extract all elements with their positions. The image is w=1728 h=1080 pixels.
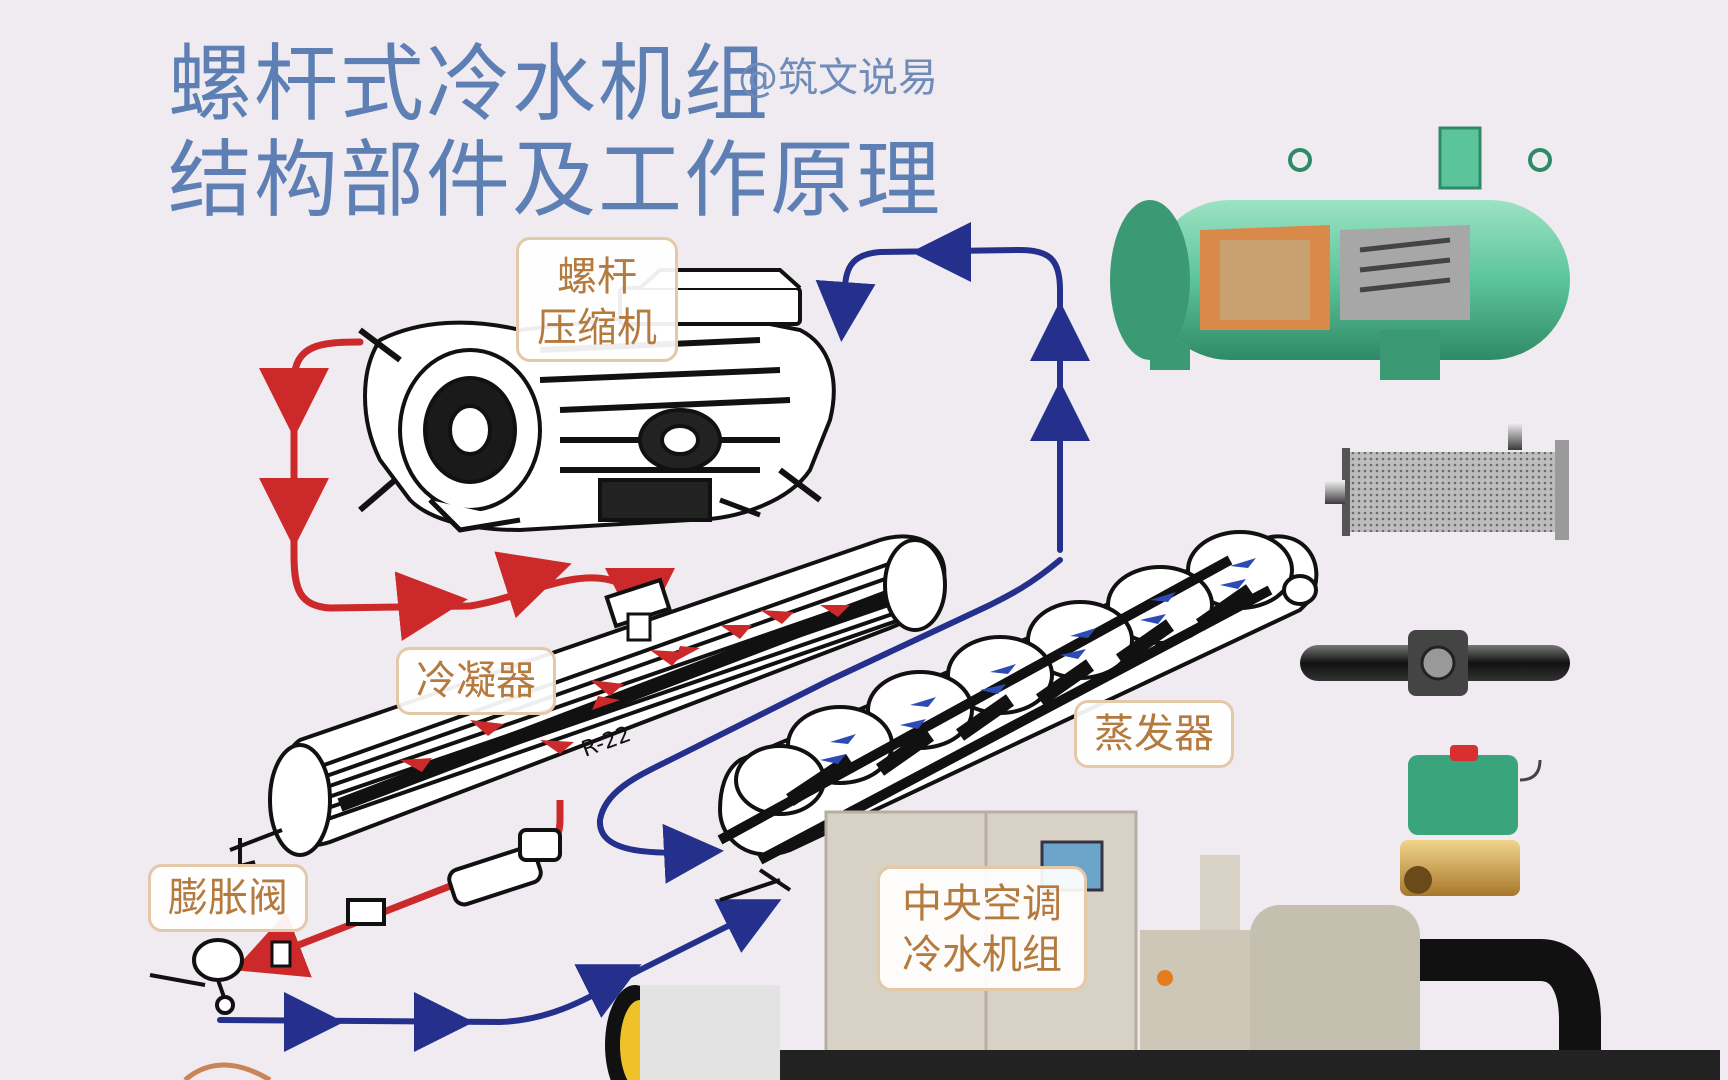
label-expansion-valve: 膨胀阀 bbox=[148, 864, 308, 932]
hot-gas-line bbox=[259, 338, 675, 642]
author-watermark: @筑文说易 bbox=[738, 55, 938, 101]
label-chiller-unit-line1: 中央空调 bbox=[902, 881, 1062, 927]
condenser-flow-arrows bbox=[400, 605, 850, 772]
solenoid-valve-photo bbox=[1400, 745, 1542, 896]
label-chiller-unit: 中央空调 冷水机组 bbox=[877, 866, 1087, 991]
label-evaporator: 蒸发器 bbox=[1074, 700, 1234, 768]
chiller-unit-photo bbox=[720, 810, 1720, 1080]
page-subtitle: 结构部件及工作原理 bbox=[168, 131, 943, 229]
sight-glass-photo bbox=[1300, 630, 1570, 696]
label-screw-compressor-line2: 压缩机 bbox=[537, 305, 657, 352]
label-screw-compressor-line1: 螺杆 bbox=[557, 254, 637, 300]
oil-separator-photo bbox=[1325, 422, 1569, 540]
label-chiller-unit-line2: 冷水机组 bbox=[902, 932, 1062, 979]
fan-photo bbox=[605, 985, 780, 1080]
screw-compressor-drawing bbox=[358, 268, 836, 533]
evaporator-flow-arrows bbox=[820, 558, 1256, 764]
suction-line bbox=[217, 222, 1090, 1052]
evaporator-drawing bbox=[717, 530, 1319, 902]
label-screw-compressor: 螺杆 压缩机 bbox=[516, 237, 678, 362]
copper-coil-photo bbox=[183, 1062, 272, 1080]
liquid-line bbox=[149, 800, 564, 1015]
compressor-photo bbox=[1110, 126, 1570, 380]
label-condenser: 冷凝器 bbox=[396, 647, 556, 715]
page-title: 螺杆式冷水机组 bbox=[168, 35, 771, 133]
